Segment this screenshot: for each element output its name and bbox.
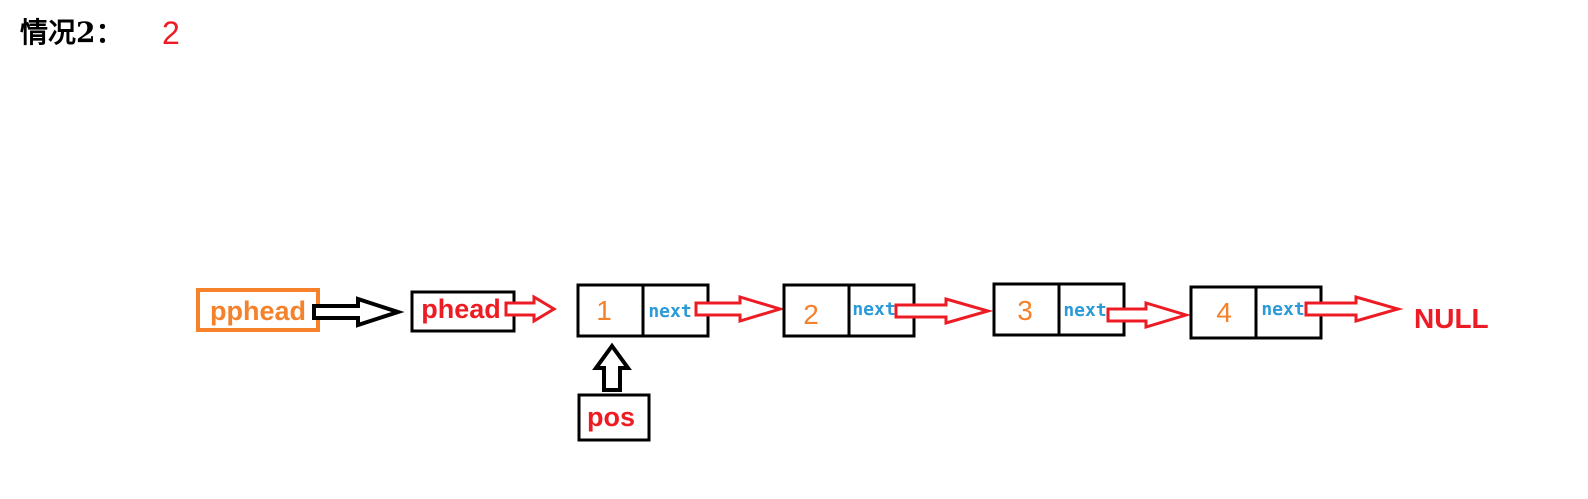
- pos-box: [577, 393, 651, 442]
- node-value: 2: [803, 299, 819, 330]
- node-next-label: next: [648, 301, 691, 322]
- node-next-label: next: [1261, 299, 1304, 320]
- node-next-label: next: [1063, 300, 1106, 321]
- node4-to-null-arrow: [1304, 295, 1404, 323]
- phead-to-node1-arrow: [504, 294, 557, 324]
- pphead-to-phead-arrow: [312, 296, 405, 328]
- list-node-1: 1 next: [576, 283, 710, 338]
- node2-to-node3-arrow: [894, 297, 994, 325]
- list-node-2: 2 next: [782, 283, 916, 338]
- node-value: 3: [1017, 295, 1033, 326]
- node3-to-node4-arrow: [1106, 300, 1192, 330]
- node-value: 1: [596, 295, 612, 326]
- list-node-3: 3 next: [992, 282, 1126, 337]
- title-value: 2: [162, 15, 180, 51]
- title-label: 情况2：: [20, 16, 123, 49]
- phead-label: phead: [421, 294, 501, 324]
- list-node-4: 4 next: [1189, 285, 1323, 340]
- node-next-label: next: [852, 299, 895, 320]
- node-value: 4: [1216, 297, 1232, 328]
- pphead-label: pphead: [210, 296, 306, 326]
- pos-label: pos: [587, 402, 635, 432]
- pos-to-node1-arrow: [592, 342, 632, 392]
- node1-to-node2-arrow: [694, 294, 786, 324]
- null-terminal: NULL: [1414, 303, 1489, 334]
